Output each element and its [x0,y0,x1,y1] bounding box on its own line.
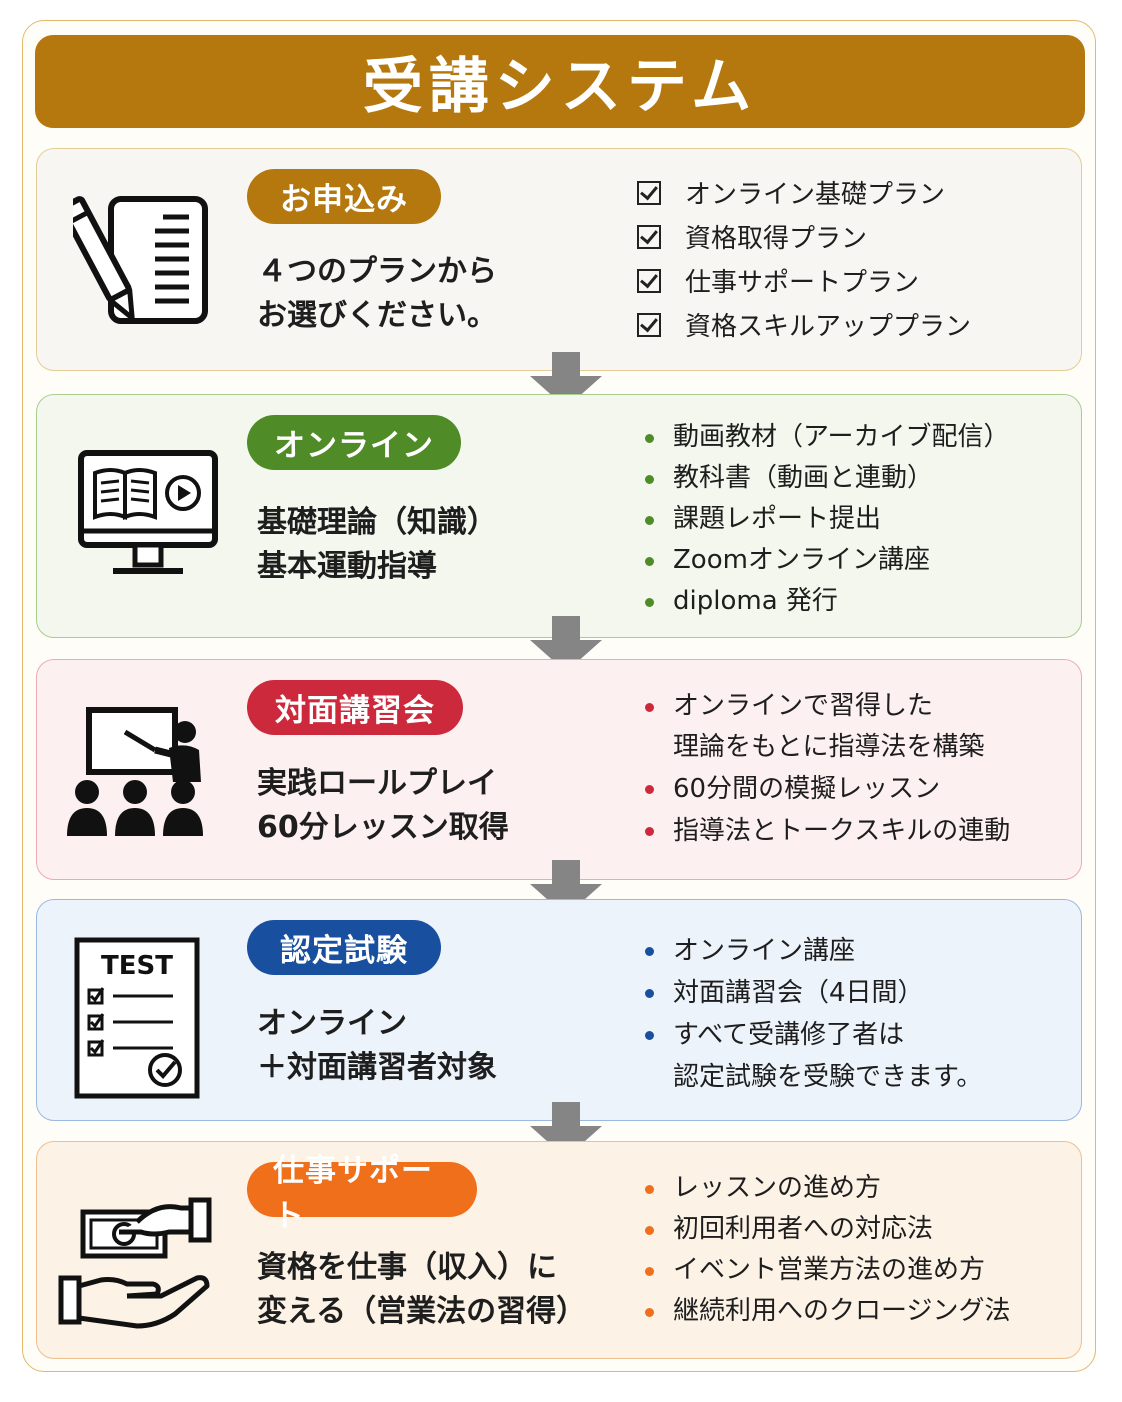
list-item: オンラインで習得した 理論をもとに指導法を構築 [637,686,1010,768]
step-panel-online: オンライン 基礎理論（知識） 基本運動指導 動画教材（アーカイブ配信） 教科書（… [36,394,1082,638]
page-title: 受講システム [362,52,758,122]
classroom-lecture-icon [67,707,203,836]
step-description: オンライン ＋対面講習者対象 [257,1006,497,1085]
step-label-certification-exam: 認定試験 [247,920,441,975]
step-label-job-support: 仕事サポート [247,1153,477,1234]
list-item: すべて受講修了者は 認定試験を受験できます。 [637,1014,982,1098]
document-pencil-icon [73,196,208,324]
title-banner: 受講システム [35,35,1085,128]
down-arrow-icon [530,616,602,672]
down-arrow-icon [530,860,602,916]
list-item: diploma 発行 [637,581,1009,622]
online-contents-list: 動画教材（アーカイブ配信） 教科書（動画と連動） 課題レポート提出 Zoomオン… [637,417,1009,622]
step-description: 資格を仕事（収入）に 変える（営業法の習得） [257,1250,587,1329]
step-description: 実践ロールプレイ 60分レッスン取得 [257,766,509,845]
exam-conditions-list: オンライン講座 対面講習会（4日間） すべて受講修了者は 認定試験を受験できます… [637,930,982,1098]
list-item: 動画教材（アーカイブ配信） [637,417,1009,458]
test-sheet-icon: TEST [74,937,200,1099]
workshop-contents-list: オンラインで習得した 理論をもとに指導法を構築 60分間の模擬レッスン 指導法と… [637,686,1010,852]
list-item: オンライン講座 [637,930,982,972]
monitor-book-video-icon [78,450,218,574]
list-item: 対面講習会（4日間） [637,972,982,1014]
list-item: 資格スキルアッププラン [637,305,971,349]
checkbox-icon [637,269,661,293]
list-item: 初回利用者への対応法 [637,1209,1010,1250]
down-arrow-icon [530,352,602,408]
step-description: 基礎理論（知識） 基本運動指導 [257,505,497,584]
list-item: オンライン基礎プラン [637,173,971,217]
list-item: 教科書（動画と連動） [637,458,1009,499]
plan-checklist: オンライン基礎プラン 資格取得プラン 仕事サポートプラン 資格スキルアッププラン [637,173,971,349]
list-item: 継続利用へのクロージング法 [637,1291,1010,1332]
test-sheet-label: TEST [101,951,173,981]
step-label-application: お申込み [247,169,441,224]
down-arrow-icon [530,1102,602,1158]
list-item: 仕事サポートプラン [637,261,971,305]
list-item: 指導法とトークスキルの連動 [637,810,1010,852]
list-item: 課題レポート提出 [637,499,1009,540]
hand-money-icon [58,1197,212,1329]
list-item: 資格取得プラン [637,217,971,261]
list-item: Zoomオンライン講座 [637,540,1009,581]
step-description: ４つのプランから お選びください。 [257,254,497,333]
list-item: レッスンの進め方 [637,1168,1010,1209]
step-panel-certification-exam: TEST 認定試験 オンライン ＋対面講習者対象 オンライン講座 対面講習会（4… [36,899,1082,1121]
list-item: イベント営業方法の進め方 [637,1250,1010,1291]
step-panel-job-support: 仕事サポート 資格を仕事（収入）に 変える（営業法の習得） レッスンの進め方 初… [36,1141,1082,1359]
step-panel-in-person-workshop: 対面講習会 実践ロールプレイ 60分レッスン取得 オンラインで習得した 理論をも… [36,659,1082,880]
step-label-online: オンライン [247,415,461,470]
step-panel-application: お申込み ４つのプランから お選びください。 オンライン基礎プラン 資格取得プラ… [36,148,1082,371]
checkbox-icon [637,313,661,337]
list-item: 60分間の模擬レッスン [637,768,1010,810]
step-label-in-person-workshop: 対面講習会 [247,680,463,735]
checkbox-icon [637,181,661,205]
checkbox-icon [637,225,661,249]
job-support-contents-list: レッスンの進め方 初回利用者への対応法 イベント営業方法の進め方 継続利用へのク… [637,1168,1010,1332]
